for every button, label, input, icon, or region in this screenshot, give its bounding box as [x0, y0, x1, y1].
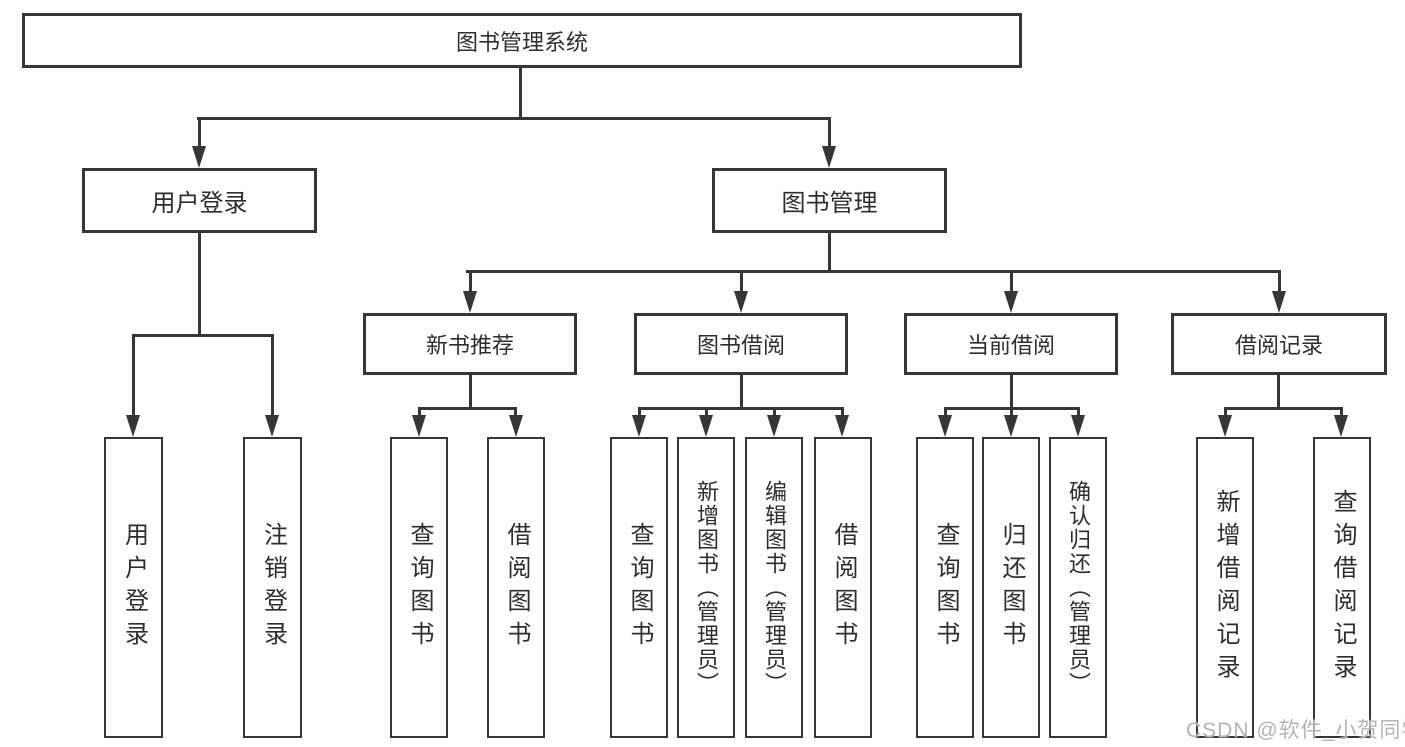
connector-arm-user-login: [198, 117, 201, 149]
arrow-down-icon: [632, 415, 646, 437]
arrow-down-icon: [835, 415, 849, 437]
node-book-borrow-label: 图书借阅: [696, 333, 785, 358]
leaf-logout: 注销登录: [243, 437, 302, 738]
leaf-label: 借阅图书: [503, 521, 530, 654]
arrow-down-icon: [463, 291, 477, 313]
arrow-down-icon: [1334, 415, 1348, 437]
node-root: 图书管理系统: [22, 13, 1022, 68]
connector-mgmt-bar: [466, 270, 1281, 273]
leaf-query-books-1: 查询图书: [390, 437, 448, 738]
connector-l3-trunk: [740, 373, 743, 410]
arrow-down-icon: [1218, 415, 1232, 437]
arrow-down-icon: [734, 291, 748, 313]
node-user-login: 用户登录: [82, 168, 317, 233]
connector-leaf-stub: [705, 407, 708, 418]
connector-leaf-stub: [773, 407, 776, 418]
connector-leaf-stub: [514, 407, 517, 418]
connector-arm-leaf: [132, 334, 135, 417]
connector-l3-bar: [1224, 407, 1343, 410]
leaf-return-books: 归还图书: [982, 437, 1040, 738]
arrow-down-icon: [1004, 291, 1018, 313]
connector-l3-trunk: [1277, 373, 1280, 410]
node-user-login-label: 用户登录: [151, 190, 248, 217]
leaf-edit-books-admin: 编辑图书（管理员）: [745, 437, 803, 738]
arrow-down-icon: [822, 146, 836, 168]
node-borrow-records: 借阅记录: [1171, 313, 1387, 375]
node-root-label: 图书管理系统: [455, 29, 588, 55]
leaf-label: 借阅图书: [830, 521, 857, 654]
leaf-label: 查询图书: [406, 521, 433, 654]
arrow-down-icon: [699, 415, 713, 437]
leaf-label: 查询图书: [626, 521, 653, 654]
connector-leaf-stub: [841, 407, 844, 418]
node-new-book-recommend-label: 新书推荐: [425, 333, 514, 358]
node-book-management: 图书管理: [712, 168, 947, 233]
leaf-add-books-admin: 新增图书（管理员）: [677, 437, 735, 738]
arrow-down-icon: [126, 415, 140, 437]
leaf-query-books-3: 查询图书: [916, 437, 974, 738]
arrow-down-icon: [1004, 415, 1018, 437]
leaf-label: 查询图书: [932, 521, 959, 654]
node-book-borrow: 图书借阅: [634, 313, 848, 375]
leaf-label: 查询借阅记录: [1329, 488, 1356, 687]
leaf-query-borrow-record: 查询借阅记录: [1313, 437, 1371, 738]
arrow-down-icon: [938, 415, 952, 437]
arrow-down-icon: [1071, 415, 1085, 437]
connector-arm-leaf: [271, 334, 274, 417]
connector-l3-bar: [418, 407, 517, 410]
arrow-down-icon: [265, 415, 279, 437]
arrow-down-icon: [509, 415, 523, 437]
arrow-down-icon: [1272, 291, 1286, 313]
connector-arm-book-mgmt: [828, 117, 831, 149]
leaf-confirm-return-admin: 确认归还（管理员）: [1049, 437, 1107, 738]
node-current-borrow-label: 当前借阅: [966, 333, 1055, 358]
connector-leaf-stub: [1224, 407, 1227, 418]
connector-leaf-stub: [418, 407, 421, 418]
connector-l3-trunk: [1010, 373, 1013, 410]
connector-leaf-stub: [1010, 407, 1013, 418]
connector-root-bar: [197, 117, 831, 120]
arrow-down-icon: [412, 415, 426, 437]
arrow-down-icon: [192, 146, 206, 168]
leaf-label: 注销登录: [259, 521, 287, 654]
leaf-label: 编辑图书（管理员）: [762, 479, 787, 696]
connector-leaf-stub: [1340, 407, 1343, 418]
connector-login-bar: [132, 334, 274, 337]
connector-login-trunk: [198, 231, 201, 337]
connector-arm-l3: [1278, 270, 1281, 295]
leaf-label: 归还图书: [998, 521, 1025, 654]
leaf-label: 确认归还（管理员）: [1066, 479, 1091, 696]
leaf-borrow-books-2: 借阅图书: [814, 437, 872, 738]
csdn-watermark: CSDN @软件_小贺同学: [1186, 719, 1405, 742]
node-book-management-label: 图书管理: [781, 190, 878, 217]
leaf-label: 新增借阅记录: [1212, 488, 1239, 687]
arrow-down-icon: [767, 415, 781, 437]
connector-leaf-stub: [1077, 407, 1080, 418]
leaf-label: 用户登录: [120, 521, 148, 654]
connector-root-trunk: [519, 66, 522, 119]
leaf-user-login: 用户登录: [104, 437, 163, 738]
node-current-borrow: 当前借阅: [904, 313, 1118, 375]
connector-leaf-stub: [944, 407, 947, 418]
leaf-label: 新增图书（管理员）: [694, 479, 719, 696]
connector-mgmt-trunk: [828, 231, 831, 273]
node-borrow-records-label: 借阅记录: [1234, 333, 1323, 358]
leaf-add-borrow-record: 新增借阅记录: [1196, 437, 1254, 738]
connector-arm-l3: [469, 270, 472, 295]
connector-l3-bar: [638, 407, 844, 410]
leaf-borrow-books-1: 借阅图书: [487, 437, 545, 738]
connector-l3-trunk: [469, 373, 472, 410]
leaf-query-books-2: 查询图书: [610, 437, 668, 738]
connector-arm-l3: [1010, 270, 1013, 295]
connector-arm-l3: [740, 270, 743, 295]
node-new-book-recommend: 新书推荐: [363, 313, 577, 375]
connector-leaf-stub: [638, 407, 641, 418]
